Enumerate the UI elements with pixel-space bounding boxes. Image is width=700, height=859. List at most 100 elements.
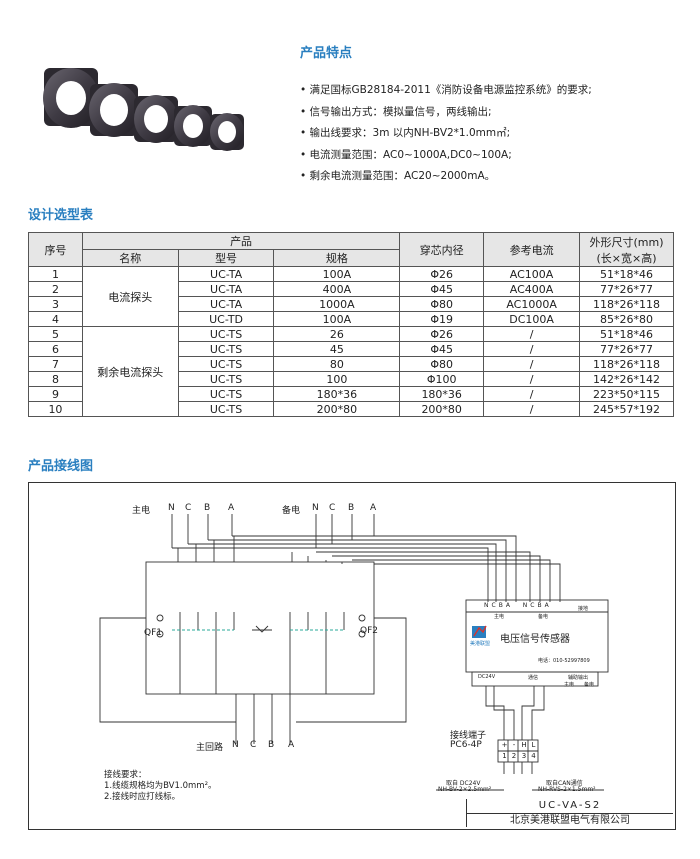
sensor-phase-n2: N: [522, 602, 531, 609]
selection-table: 序号 产品 穿芯内径 参考电流 外形尺寸(mm) (长×宽×高) 名称 型号 规…: [28, 232, 674, 417]
sensor-phase-a2: A: [544, 602, 552, 609]
cell-size: 118*26*118: [579, 356, 674, 372]
ring-5: [210, 113, 244, 151]
company-name: 北京美港联盟电气有限公司: [510, 815, 630, 826]
ring-3: [134, 95, 178, 143]
cell-model: UC-TS: [177, 386, 275, 402]
sensor-top-terminals: NCBA NCBA: [484, 602, 552, 609]
sensor-top-ground: 接地: [578, 606, 589, 612]
cell-core: Φ45: [399, 281, 485, 297]
feature-item: 满足国标GB28184-2011《消防设备电源监控系统》的要求;: [300, 80, 592, 102]
cell-ref: /: [483, 401, 581, 417]
cell-model: UC-TS: [177, 356, 275, 372]
table-row: 2 UC-TA 400A Φ45 AC400A 77*26*77: [28, 281, 674, 297]
cell-model: UC-TD: [177, 311, 275, 327]
cell-spec: 80: [273, 356, 401, 372]
terminal-minus: -: [512, 741, 516, 749]
selection-title: 设计选型表: [28, 208, 94, 223]
cell-ref: /: [483, 326, 581, 342]
cell-core: Φ26: [399, 266, 485, 282]
cell-spec: 26: [273, 326, 401, 342]
cell-ref: /: [483, 371, 581, 387]
header-ref: 参考电流: [483, 232, 581, 267]
cell-core: Φ19: [399, 311, 485, 327]
cell-no: 4: [28, 311, 83, 327]
backup-phase-b: B: [348, 503, 355, 513]
cell-model: UC-TS: [177, 326, 275, 342]
sensor-aux: 辅助输出: [568, 675, 589, 681]
cell-model: UC-TS: [177, 371, 275, 387]
sensor-phase-n: N: [484, 602, 492, 609]
sensor-top-main: 主电: [494, 614, 505, 620]
wiring-title: 产品接线图: [28, 459, 94, 474]
note-item: 2.接线时应打线标。: [104, 792, 181, 802]
cell-ref: /: [483, 356, 581, 372]
terminal-l: L: [531, 741, 536, 749]
cell-group: 电流探头: [81, 266, 179, 327]
table-row: 10 UC-TS 200*80 200*80 / 245*57*192: [28, 401, 674, 417]
header-spec: 规格: [273, 249, 401, 267]
cell-ref: AC1000A: [483, 296, 581, 312]
header-product: 产品: [81, 232, 401, 250]
note-item: 1.线缆规格均为BV1.0mm²。: [104, 781, 217, 791]
cell-no: 1: [28, 266, 83, 282]
sensor-comm: 通信: [528, 675, 539, 681]
sensor-phase-c: C: [491, 602, 499, 609]
cell-model: UC-TA: [177, 266, 275, 282]
backup-phase-c: C: [329, 503, 336, 513]
table-row: 3 UC-TA 1000A Φ80 AC1000A 118*26*118: [28, 296, 674, 312]
cell-spec: 100A: [273, 266, 401, 282]
terminal-plus: +: [501, 741, 508, 749]
sensor-phase-b: B: [498, 602, 506, 609]
sensor-aux-backup: 备电: [584, 682, 595, 688]
cell-size: 223*50*115: [579, 386, 674, 402]
cell-model: UC-TA: [177, 296, 275, 312]
cell-spec: 180*36: [273, 386, 401, 402]
cell-spec: 400A: [273, 281, 401, 297]
cell-size: 77*26*77: [579, 341, 674, 357]
cell-core: 180*36: [399, 386, 485, 402]
cell-model: UC-TA: [177, 281, 275, 297]
header-index: 序号: [28, 232, 83, 267]
cell-ref: AC100A: [483, 266, 581, 282]
cell-group: 剩余电流探头: [81, 326, 179, 417]
cell-size: 51*18*46: [579, 326, 674, 342]
cell-size: 245*57*192: [579, 401, 674, 417]
sensor-phase-c2: C: [530, 602, 538, 609]
wiring-diagram: [28, 482, 676, 830]
main-circuit-label: 主回路: [196, 743, 224, 753]
main-power-label: 主电: [132, 506, 151, 516]
cell-size: 85*26*80: [579, 311, 674, 327]
main-phase-c: C: [185, 503, 192, 513]
qf2-label: QF2: [360, 626, 378, 636]
sensor-top-backup: 备电: [538, 614, 549, 620]
dc-wire-label: NH-BV-2×2.5mm²: [438, 786, 492, 793]
sensor-brand: 美港联盟: [470, 641, 491, 647]
terminal-model: PC6-4P: [450, 740, 482, 750]
terminal-h: H: [521, 741, 527, 749]
main-phase-b: B: [204, 503, 211, 513]
header-size: 外形尺寸(mm) (长×宽×高): [579, 232, 674, 267]
features-title: 产品特点: [300, 46, 353, 61]
cell-spec: 45: [273, 341, 401, 357]
header-size-main: 外形尺寸(mm): [589, 235, 664, 249]
ring-1: [43, 68, 99, 128]
cell-core: Φ26: [399, 326, 485, 342]
sensor-phone: 电话：010-52997809: [538, 658, 590, 664]
feature-item: 输出线要求：3m 以内NH-BV2*1.0mm㎡;: [300, 123, 592, 145]
sensor-aux-main: 主电: [564, 682, 575, 688]
circuit-phase-a: A: [288, 740, 295, 750]
table-row: 6 UC-TS 45 Φ45 / 77*26*77: [28, 341, 674, 357]
terminal-num-2: 2: [511, 752, 517, 760]
cell-ref: /: [483, 386, 581, 402]
main-phase-n: N: [168, 503, 175, 513]
cell-spec: 200*80: [273, 401, 401, 417]
sensor-dc: DC24V: [478, 674, 496, 680]
can-source-label: 取自CAN通信: [546, 780, 583, 787]
product-photo: [28, 58, 268, 168]
table-row: 5 剩余电流探头 UC-TS 26 Φ26 / 51*18*46: [28, 326, 674, 417]
cell-spec: 100: [273, 371, 401, 387]
cell-no: 10: [28, 401, 83, 417]
